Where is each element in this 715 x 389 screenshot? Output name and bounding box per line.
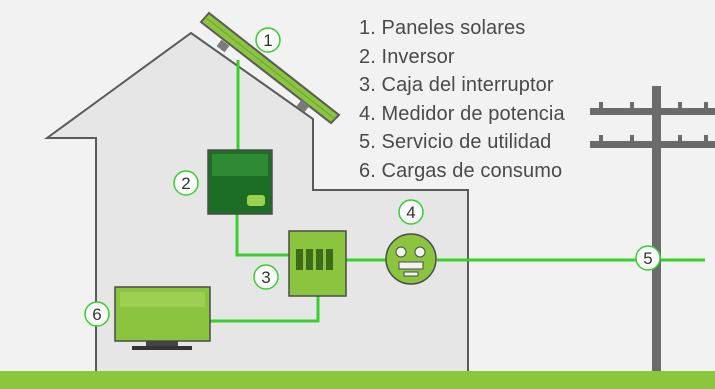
- marker-1: 1: [255, 27, 281, 53]
- marker-4: 4: [398, 199, 424, 225]
- svg-text:5: 5: [643, 249, 652, 268]
- legend-item-meter: 4. Medidor de potencia: [359, 102, 565, 125]
- marker-6: 6: [84, 301, 110, 327]
- svg-text:4: 4: [406, 203, 415, 222]
- inverter: [207, 149, 273, 215]
- marker-5: 5: [635, 245, 661, 271]
- wire-breaker-loads: [210, 296, 320, 323]
- ground: [0, 371, 715, 389]
- legend-item-utility: 5. Servicio de utilidad: [359, 131, 552, 154]
- legend-item-panels: 1. Paneles solares: [359, 17, 526, 39]
- svg-text:3: 3: [261, 268, 270, 287]
- power-meter: [385, 233, 437, 285]
- legend: 1. Paneles solares 2. Inversor 3. Caja d…: [359, 14, 565, 186]
- wiring: [210, 60, 705, 323]
- marker-2: 2: [173, 170, 199, 196]
- wire-inverter-breaker: [235, 214, 289, 257]
- svg-text:2: 2: [181, 174, 190, 193]
- svg-text:6: 6: [92, 305, 101, 324]
- breaker-box: [288, 230, 347, 297]
- legend-item-loads: 6. Cargas de consumo: [359, 159, 563, 182]
- svg-text:1: 1: [263, 31, 272, 50]
- tv-load: [114, 286, 211, 350]
- legend-item-breaker: 3. Caja del interruptor: [359, 74, 554, 97]
- solar-panel: [199, 11, 341, 125]
- legend-item-inverter: 2. Inversor: [359, 45, 455, 68]
- marker-3: 3: [253, 264, 279, 290]
- utility-pole: [590, 86, 715, 373]
